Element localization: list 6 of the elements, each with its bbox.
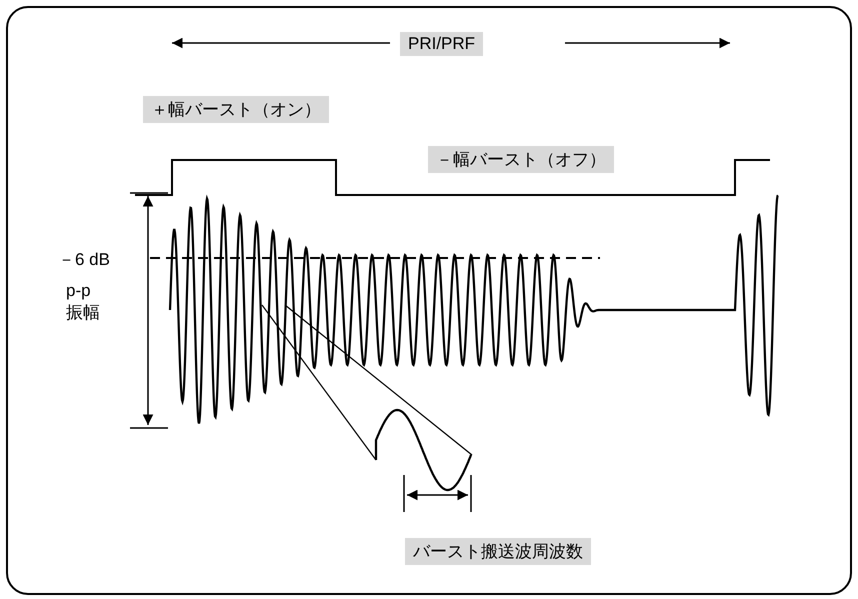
period-label: PRI/PRF <box>400 32 484 56</box>
off-burst-label: －幅バースト（オフ） <box>428 146 614 173</box>
level-label: －6 dB <box>58 249 110 271</box>
carrier-frequency-label: バースト搬送波周波数 <box>405 538 591 565</box>
on-burst-label: ＋幅バースト（オン） <box>143 96 329 123</box>
amplitude-label: p-p 振幅 <box>66 280 101 324</box>
